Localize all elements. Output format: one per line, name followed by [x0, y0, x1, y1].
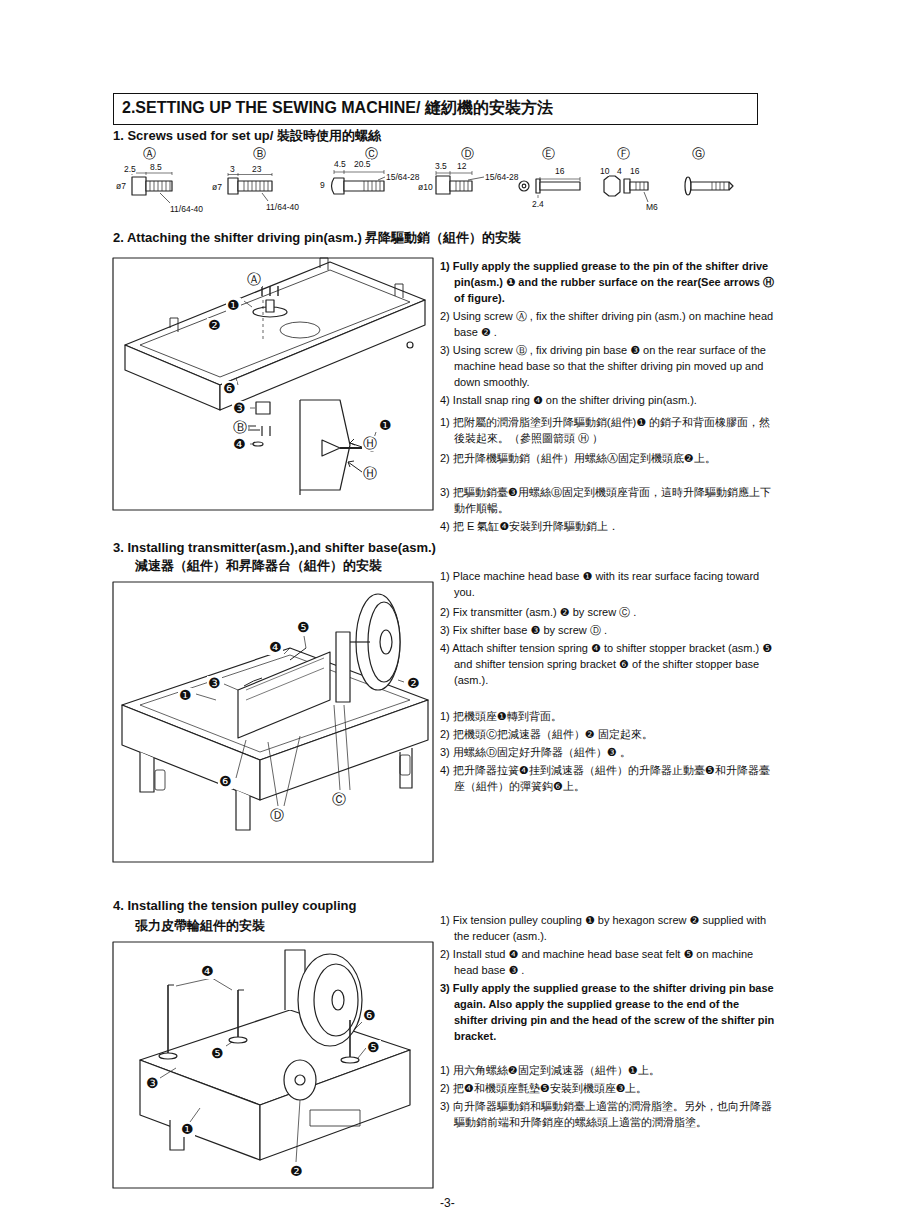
callout-number: ❶ [378, 418, 393, 433]
dimension-label: 4.5 [334, 159, 346, 169]
callout-number: ❶ [178, 688, 193, 703]
instruction-text: 2) 把機頭Ⓒ把減速器（組件）❷ 固定起來。 [440, 726, 775, 742]
dimension-label: 15/64-28 [485, 172, 519, 182]
bolt-g [685, 177, 733, 195]
screw-letter: Ⓔ [542, 147, 555, 161]
callout-number: ❺ [210, 1046, 225, 1061]
dimension-label: 16 [630, 166, 639, 176]
transmitter-fig3 [336, 594, 404, 702]
instruction-text: 3) Using screw Ⓑ , fix driving pin base … [440, 342, 775, 390]
instruction-text: 3) 把驅動銷臺❸用螺絲Ⓑ固定到機頭座背面，這時升降驅動銷應上下動作順暢。 [440, 484, 775, 516]
instruction-text: 1) 用六角螺絲❷固定到減速器（組件）❶上。 [440, 1062, 775, 1078]
machine-head-base-fig2 [125, 258, 425, 410]
callout-number: ❹ [232, 437, 247, 452]
instruction-text: 1) 把機頭座❶轉到背面。 [440, 708, 775, 724]
dimension-label: 12 [457, 161, 466, 171]
dimension-label: 9 [320, 180, 325, 190]
callout-number: ❸ [232, 401, 247, 416]
instruction-text: 2) 把升降機驅動銷（組件）用螺絲Ⓐ固定到機頭底❷上。 [440, 450, 775, 466]
callout-number: Ⓐ [246, 272, 262, 287]
figure-frame [113, 258, 433, 510]
instruction-text: 1) Fix tension pulley coupling ❶ by hexa… [440, 912, 775, 944]
callout-number: Ⓑ [232, 420, 248, 435]
screw-letter: Ⓑ [253, 147, 266, 161]
instruction-text: 3) 用螺絲Ⓓ固定好升降器（組件）❸ 。 [440, 744, 775, 760]
instruction-text: 2) Using screw Ⓐ , fix the shifter drivi… [440, 308, 775, 340]
callout-number: ❹ [268, 640, 283, 655]
instruction-text: 3) Fix shifter base ❸ by screw Ⓓ . [440, 622, 775, 638]
callout-number: ❷ [406, 676, 421, 691]
callout-number: ❻ [362, 1008, 377, 1023]
dimension-label: 23 [252, 164, 261, 174]
instruction-text: 2) Install stud ❹ and machine head base … [440, 946, 775, 978]
callout-number: Ⓒ [331, 792, 347, 807]
studs-fig4 [159, 978, 366, 1122]
screw-letter: Ⓓ [461, 147, 474, 161]
instruction-text: 4) Install snap ring ❹ on the shifter dr… [440, 392, 775, 408]
pin-e [519, 177, 580, 198]
dimension-label: M6 [646, 202, 658, 212]
dimension-label: 3 [230, 164, 235, 174]
callout-number: ❶ [226, 298, 241, 313]
section-heading: 3. Installing transmitter(asm.),and shif… [113, 540, 436, 556]
instruction-text: 3) 向升降器驅動銷和驅動銷臺上適當的潤滑脂塗。另外，也向升降器驅動銷前端和升降… [440, 1098, 775, 1130]
machine-head-base-fig4 [140, 1010, 410, 1160]
header-title: 2.SETTING UP THE SEWING MACHINE/ 縫紉機的安裝方… [122, 98, 749, 118]
instruction-text: 4) 把 E 氣缸❹安裝到升降驅動銷上． [440, 518, 775, 534]
shifter-base-fig3 [196, 636, 350, 806]
page-number: -3- [440, 1196, 455, 1210]
section-heading: 2. Attaching the shifter driving pin(asm… [113, 230, 521, 246]
screw-b [228, 173, 272, 201]
dimension-label: 4 [617, 166, 622, 176]
figure-frame [113, 942, 433, 1188]
callout-number: ❸ [207, 676, 222, 691]
screw-letter: Ⓕ [617, 147, 630, 161]
figure-frame [113, 582, 433, 862]
callout-number: ❸ [145, 1076, 160, 1091]
instruction-text: 1) 把附屬的潤滑脂塗到升降驅動銷(組件)❶ 的銷子和背面橡膠面，然後裝起來。（… [440, 414, 775, 446]
callout-number: Ⓗ [362, 466, 378, 481]
section-heading: 4. Installing the tension pulley couplin… [113, 898, 356, 914]
dimension-label: 16 [555, 166, 564, 176]
callout-number: ❻ [222, 381, 237, 396]
instruction-text: 2) 把❹和機頭座氈墊❺安裝到機頭座❸上。 [440, 1080, 775, 1096]
callout-number: ❹ [200, 964, 215, 979]
instruction-text: 3) Fully apply the supplied grease to th… [440, 980, 775, 1044]
callout-number: ❷ [207, 318, 222, 333]
dimension-label: 11/64-40 [170, 204, 203, 214]
screw-d [436, 171, 484, 194]
callout-number: ❻ [218, 774, 233, 789]
screw-letter: Ⓐ [143, 147, 156, 161]
screw-letter: Ⓖ [692, 147, 705, 161]
dimension-label: 10 [600, 166, 609, 176]
instruction-text: 4) 把升降器拉簧❹挂到減速器（組件）的升降器止動臺❺和升降器臺座（組件）的彈簧… [440, 762, 775, 794]
dimension-label: 8.5 [150, 162, 162, 172]
dimension-label: ø10 [418, 182, 433, 192]
nut-bolt-f [604, 176, 648, 202]
dimension-label: 2.4 [532, 199, 544, 209]
instruction-text: 4) Attach shifter tension spring ❹ to sh… [440, 640, 775, 688]
dimension-label: 2.5 [124, 164, 136, 174]
section-heading: 減速器（組件）和昇降器台（組件）的安裝 [135, 558, 382, 574]
callout-number: ❺ [296, 620, 311, 635]
callout-number: Ⓗ [362, 436, 378, 451]
callout-number: ❶ [180, 1122, 195, 1137]
dimension-label: ø7 [212, 182, 222, 192]
header-box: 2.SETTING UP THE SEWING MACHINE/ 縫紉機的安裝方… [113, 93, 758, 125]
callout-number: Ⓓ [269, 808, 285, 823]
section-heading: 1. Screws used for set up/ 裝設時使用的螺絲 [113, 128, 381, 144]
dimension-label: 3.5 [435, 161, 447, 171]
section-heading: 張力皮帶輪組件的安裝 [135, 918, 265, 934]
instruction-text: 2) Fix transmitter (asm.) ❷ by screw Ⓒ . [440, 604, 775, 620]
instruction-text: 1) Fully apply the supplied grease to th… [440, 258, 775, 306]
instruction-text: 1) Place machine head base ❶ with its re… [440, 568, 775, 600]
screw-c [332, 170, 386, 194]
callout-number: ❷ [289, 1164, 304, 1179]
dimension-label: ø7 [116, 181, 126, 191]
dimension-label: 15/64-28 [386, 172, 420, 182]
screw-a [132, 172, 172, 203]
dimension-label: 11/64-40 [266, 202, 299, 212]
callout-number: ❺ [366, 1040, 381, 1055]
dimension-label: 20.5 [354, 159, 371, 169]
